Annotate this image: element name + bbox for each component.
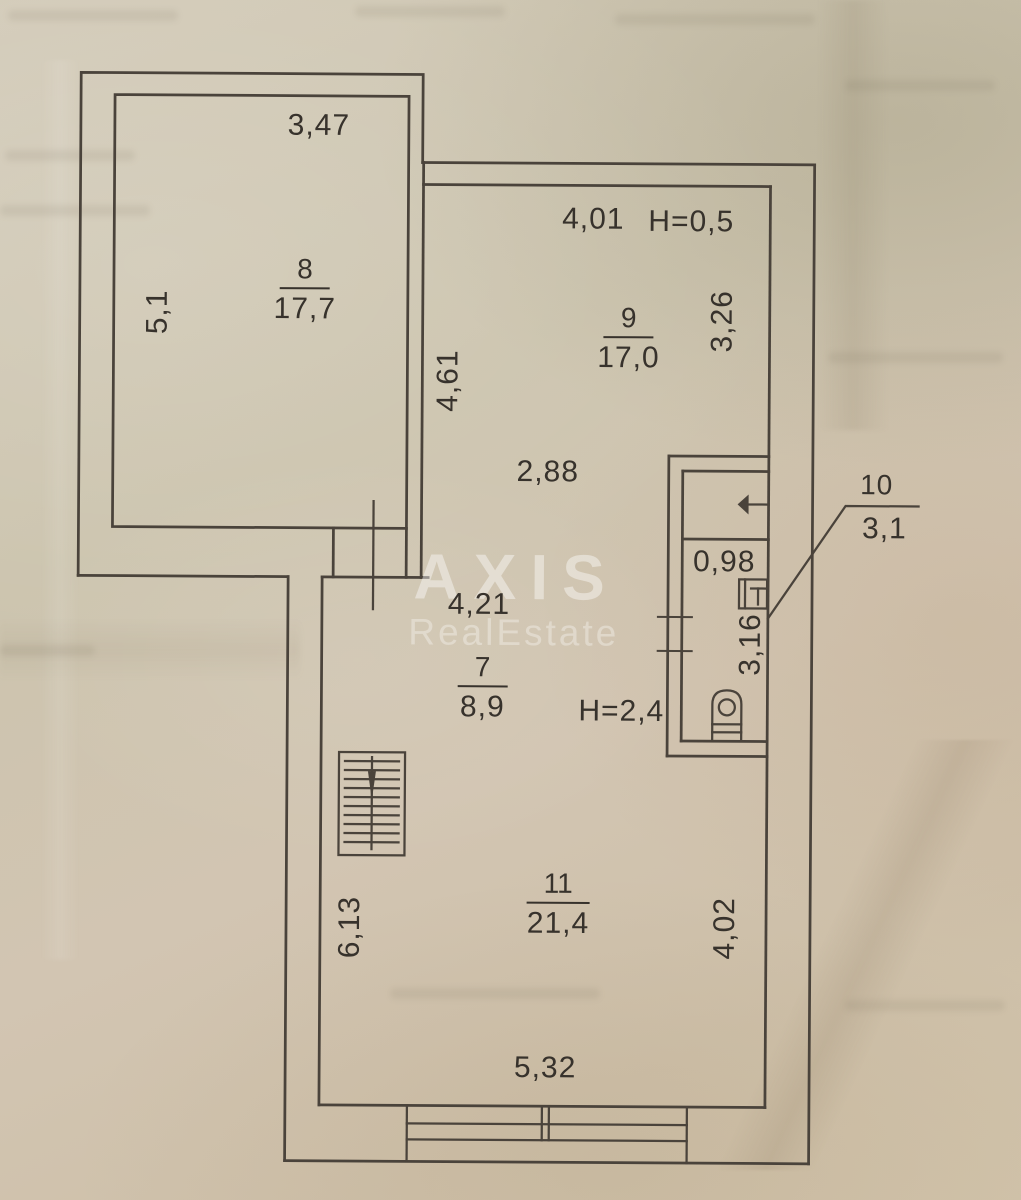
dimension-label-room11-right: 4,02 — [707, 897, 742, 960]
dimension-label-room9-width: 4,01 — [562, 202, 625, 236]
room10-leader-line — [766, 504, 920, 621]
room-number: 9 — [603, 302, 654, 339]
dimension-label-bath-depth: 3,16 — [733, 613, 767, 676]
dimension-label-room8-height: 5,1 — [140, 289, 174, 335]
room-area: 21,4 — [526, 906, 590, 940]
toilet-icon — [711, 689, 743, 743]
room-label-9: 9 17,0 — [597, 302, 660, 375]
room-label-11: 11 21,4 — [526, 868, 590, 940]
stairs-direction-line — [370, 756, 374, 851]
dimension-label-hall-lower: 4,21 — [447, 587, 511, 621]
room-area: 17,7 — [273, 292, 337, 326]
room-number-10: 10 — [860, 469, 894, 501]
dimension-label-room11-left: 6,13 — [332, 895, 367, 959]
room-label-7: 7 8,9 — [457, 651, 508, 724]
walls — [76, 70, 817, 1166]
room-area: 17,0 — [597, 341, 660, 375]
dimension-label-room9-left: 4,61 — [431, 349, 465, 412]
room-number: 8 — [280, 253, 330, 290]
room-number: 7 — [457, 651, 508, 688]
dimension-label-room9-height: 3,26 — [705, 289, 739, 353]
stairs-direction-arrow — [367, 771, 376, 801]
dimension-label-room8-width: 3,47 — [287, 108, 351, 143]
stairs-symbol — [337, 750, 407, 857]
window-symbol — [405, 1104, 689, 1165]
water-heater-icon — [737, 578, 769, 610]
room-area-10: 3,1 — [861, 512, 907, 546]
dimension-label-bath-width: 0,98 — [692, 545, 756, 579]
room-area: 8,9 — [459, 690, 505, 724]
vent-line — [371, 500, 375, 611]
ceiling-height-note-hall: H=2,4 — [578, 694, 665, 728]
room-label-8: 8 17,7 — [273, 253, 337, 326]
door-swing-icon — [737, 494, 770, 515]
ceiling-height-note-room9: H=0,5 — [648, 204, 735, 239]
room-number: 11 — [526, 868, 590, 904]
dimension-label-hall-upper: 2,88 — [516, 455, 580, 489]
dimension-label-room11-bottom: 5,32 — [513, 1051, 577, 1085]
